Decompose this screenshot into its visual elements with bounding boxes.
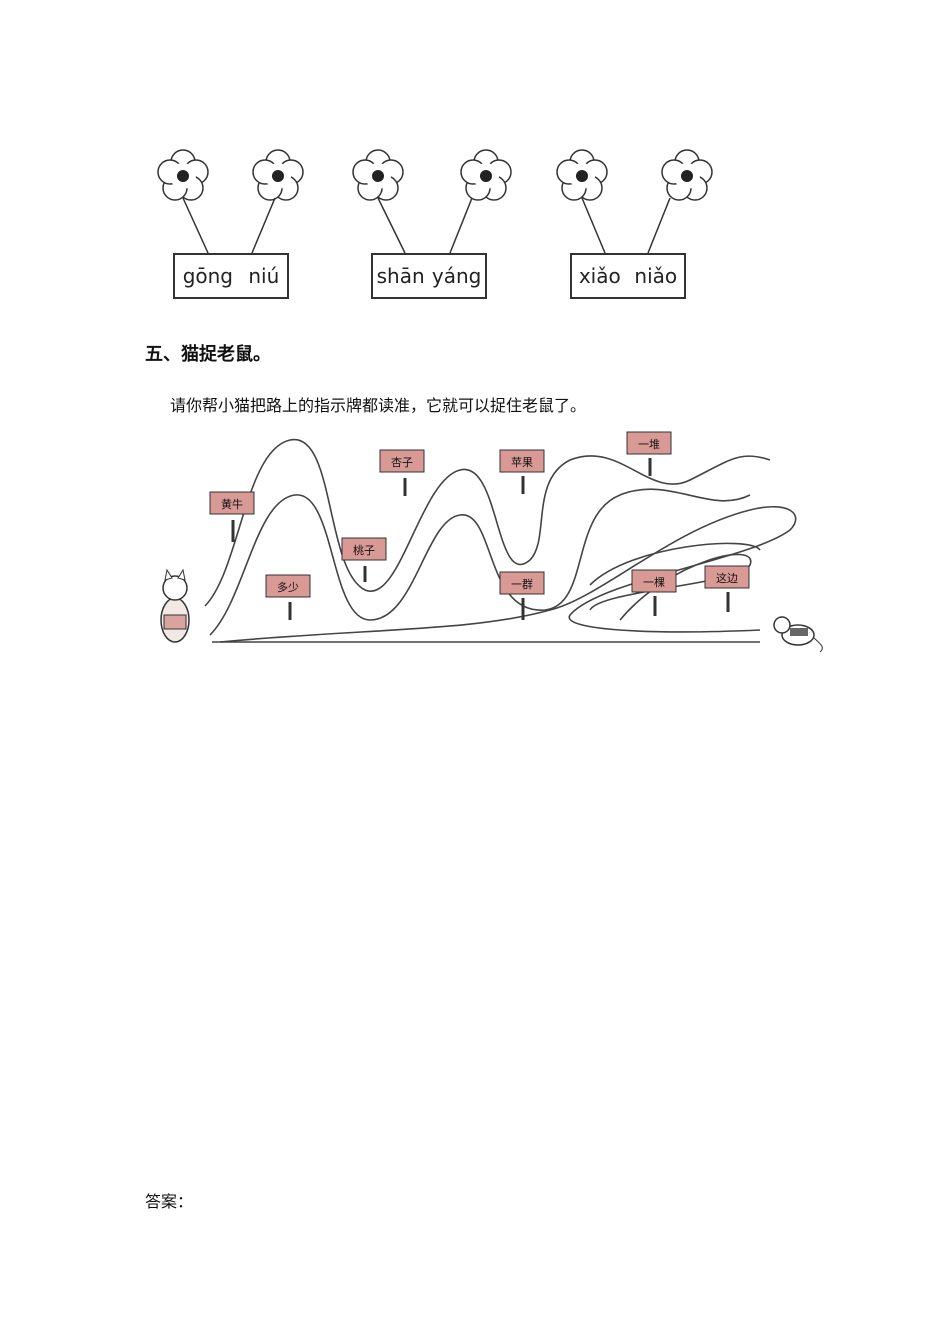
sign-yiqun: 一群 [499,571,545,620]
sign-yidui: 一堆 [626,431,672,476]
sign-pingguo: 苹果 [499,449,545,494]
flower-icon [460,149,512,201]
pinyin-left: gōng [182,264,233,288]
sign-zhebian: 这边 [704,565,750,612]
pinyin-box-3: xiǎo niǎo [570,253,686,299]
flower-icon [252,149,304,201]
sign-huangniu: 黄牛 [209,491,255,542]
pinyin-right: niú [248,264,280,288]
cat-icon [160,568,190,643]
sign-label: 这边 [716,571,738,585]
sign-label: 苹果 [511,455,533,469]
pinyin-left: shān [376,264,425,288]
pinyin-box-1: gōng niú [173,253,289,299]
sign-label: 杏子 [391,456,413,469]
sign-label: 桃子 [353,543,375,557]
answer-label: 答案： [145,1192,194,1211]
sign-duoshao: 多少 [265,574,311,620]
pinyin-left: xiǎo [578,264,621,288]
sign-label: 黄牛 [221,497,243,511]
sign-label: 一群 [511,577,533,591]
sign-label: 多少 [277,580,299,594]
pinyin-box-2: shān yáng [371,253,487,299]
flower-icon [661,149,713,201]
sign-yike: 一棵 [631,569,677,616]
instruction-text: 请你帮小猫把路上的指示牌都读准，它就可以捉住老鼠了。 [170,396,587,415]
sign-label: 一堆 [638,438,660,451]
sign-xingzi: 杏子 [379,449,425,496]
pinyin-right: niǎo [634,264,678,288]
pinyin-right: yáng [431,264,482,288]
mouse-icon [773,616,823,653]
flower-pinyin-illustration [157,149,713,254]
cat-mouse-maze: 黄牛 多少 桃子 杏子 苹果 一群 一堆 一棵 这边 [160,431,823,653]
flower-icon [352,149,404,201]
flower-icon [556,149,608,201]
sign-label: 一棵 [643,575,665,589]
flower-icon [157,149,209,201]
section-title: 五、猫捉老鼠。 [145,344,271,365]
sign-taozi: 桃子 [341,537,387,582]
